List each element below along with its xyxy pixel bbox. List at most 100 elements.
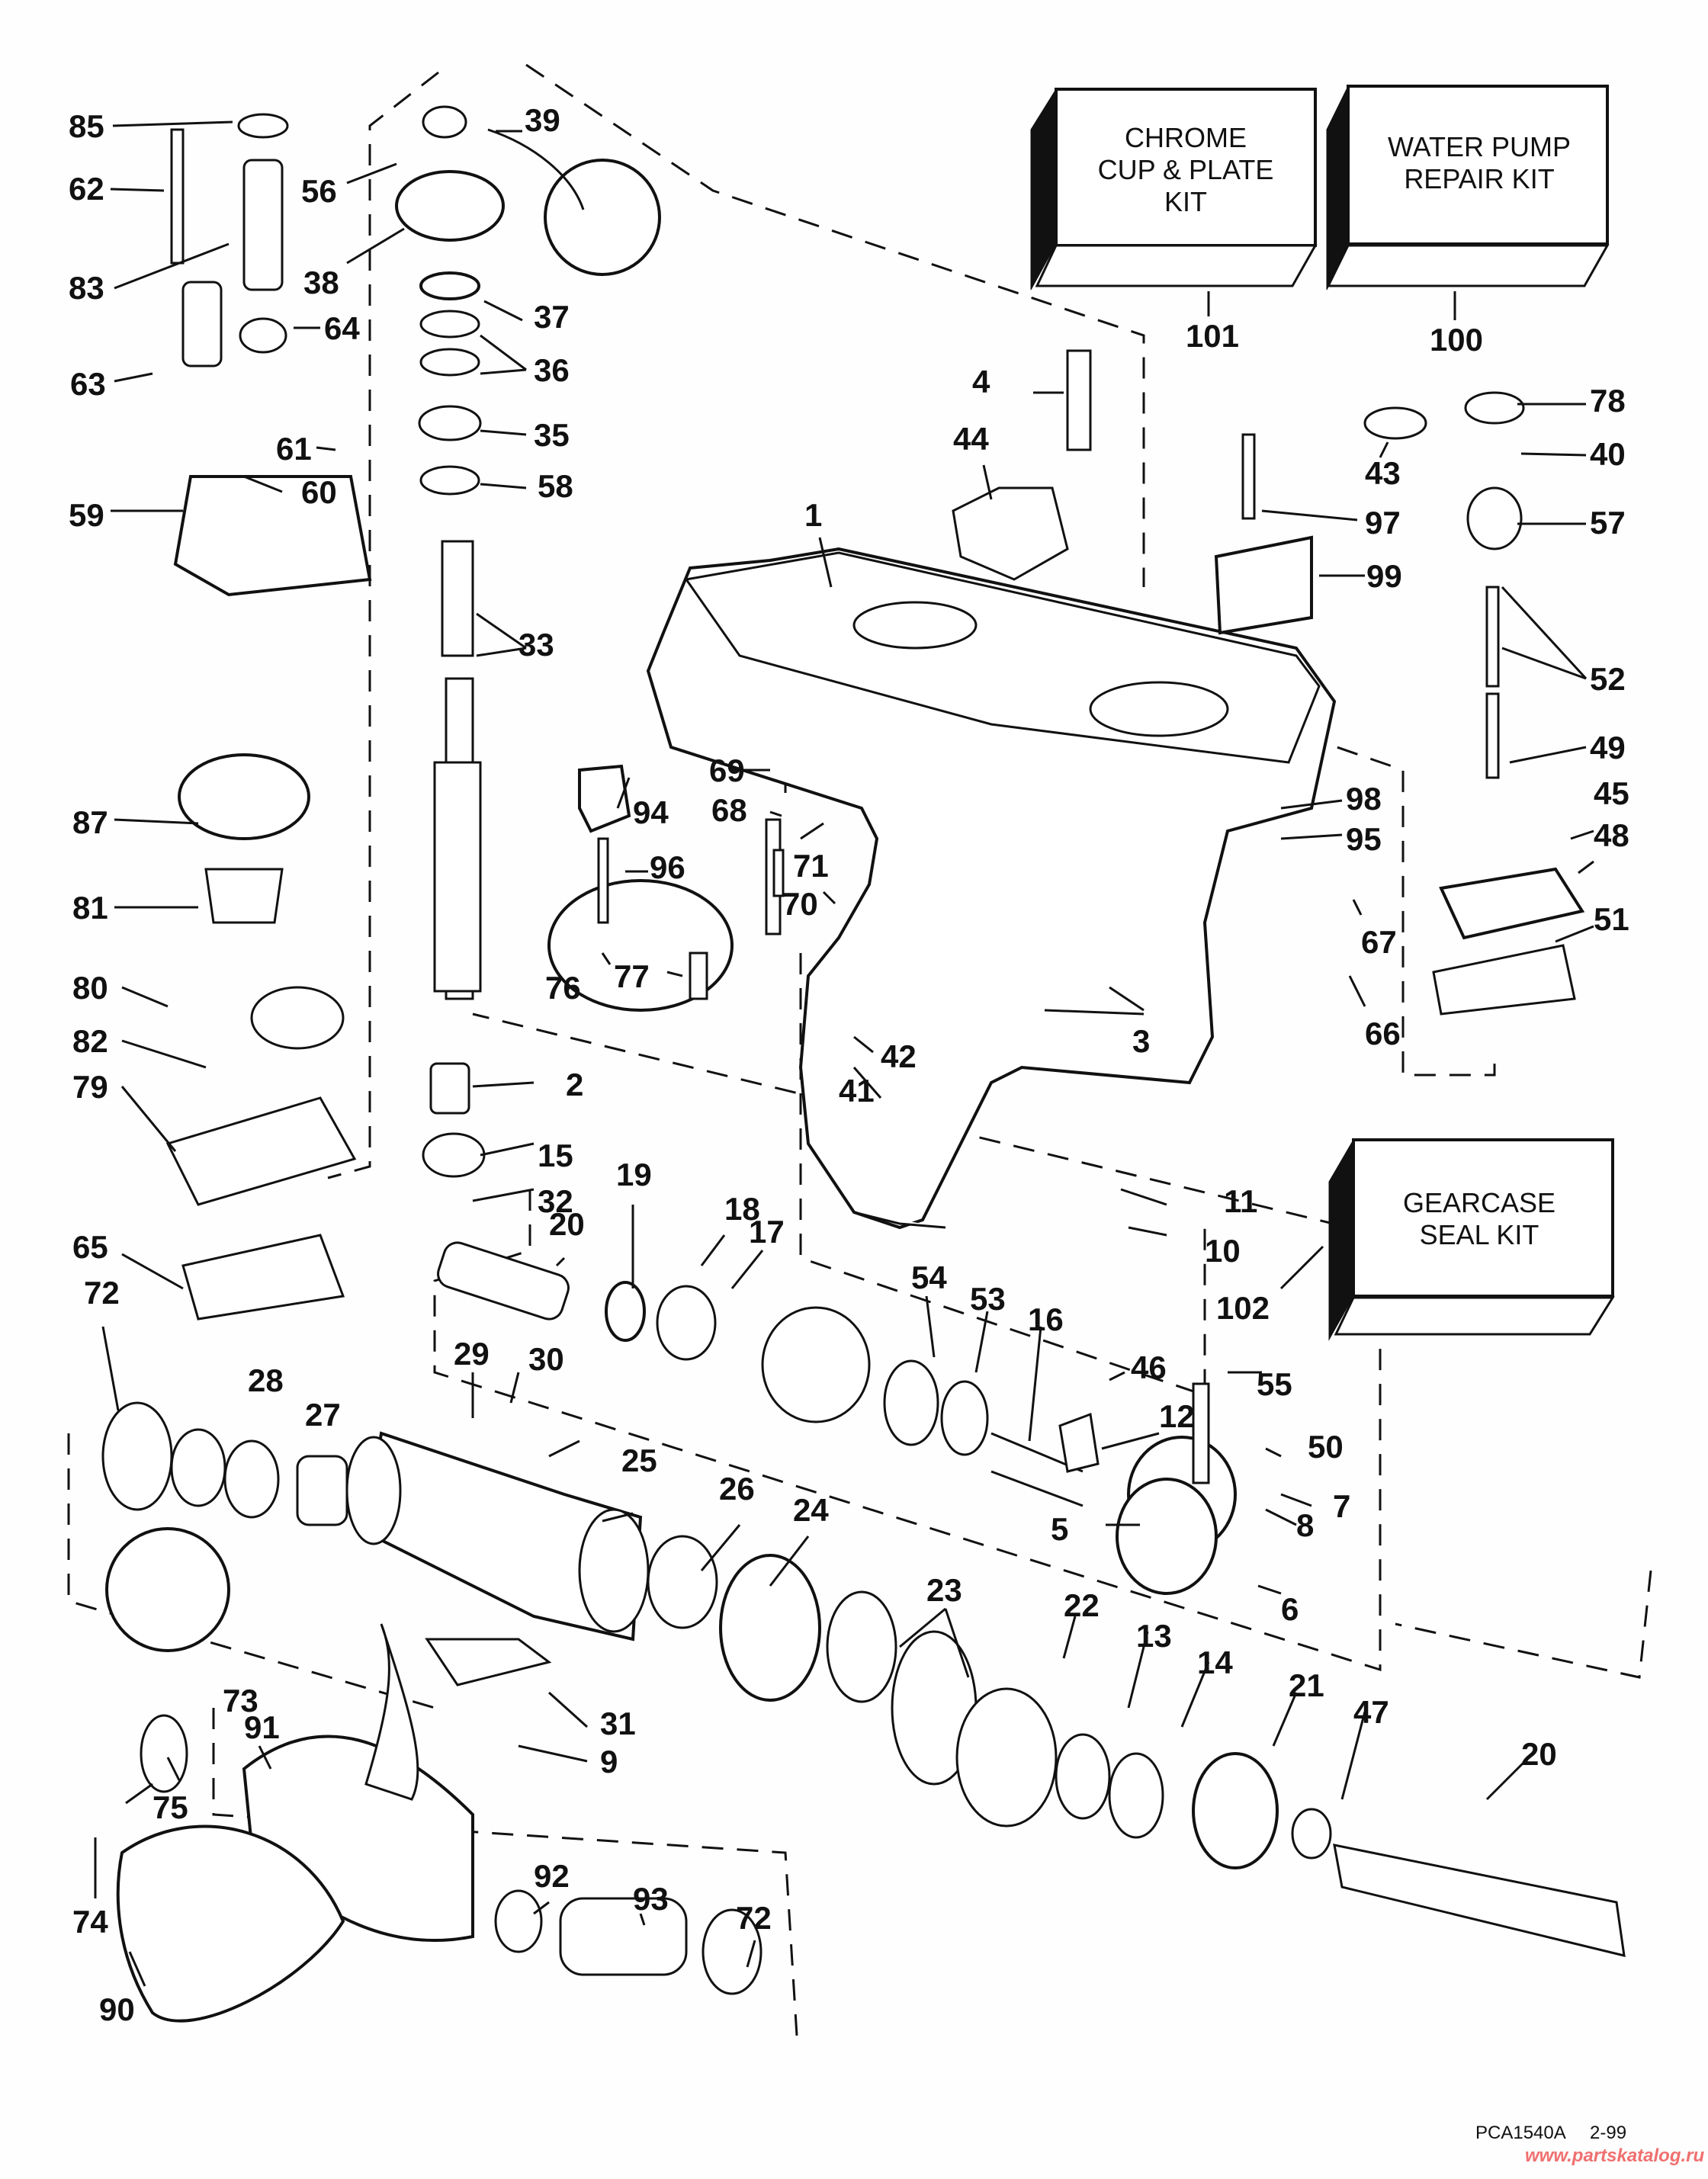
- callout-90: 90: [99, 1991, 135, 2027]
- callout-13: 13: [1136, 1618, 1172, 1654]
- callout-96: 96: [650, 849, 685, 885]
- callout-75: 75: [152, 1789, 188, 1825]
- callout-45: 45: [1594, 775, 1629, 811]
- callout-50: 50: [1308, 1429, 1344, 1465]
- kit-label-line: CUP & PLATE: [1098, 154, 1274, 185]
- callout-40: 40: [1590, 436, 1626, 472]
- callout-4: 4: [972, 364, 990, 400]
- callout-95: 95: [1346, 821, 1382, 857]
- callout-71: 71: [793, 848, 829, 884]
- callout-27: 27: [305, 1397, 341, 1433]
- callout-56: 56: [301, 173, 337, 209]
- callout-70: 70: [782, 886, 818, 922]
- callout-42: 42: [881, 1038, 917, 1074]
- dashed-group-outlines: [67, 63, 1652, 2036]
- callout-19: 19: [616, 1157, 652, 1192]
- callout-97: 97: [1365, 505, 1401, 541]
- callout-51: 51: [1594, 901, 1629, 937]
- callout-49: 49: [1590, 730, 1626, 765]
- callout-12: 12: [1159, 1398, 1195, 1434]
- callout-52: 52: [1590, 661, 1626, 697]
- callout-1: 1: [804, 497, 822, 533]
- part-shapes: [101, 105, 1626, 2023]
- callout-16: 16: [1028, 1301, 1064, 1337]
- callout-101: 101: [1186, 318, 1239, 354]
- drawing-code: PCA1540A: [1475, 2123, 1566, 2143]
- callout-36: 36: [534, 352, 570, 388]
- callout-79: 79: [72, 1069, 108, 1105]
- callout-85: 85: [69, 108, 104, 144]
- callout-25: 25: [621, 1443, 657, 1478]
- callout-31: 31: [600, 1706, 636, 1741]
- callout-28: 28: [248, 1362, 284, 1398]
- callout-17: 17: [749, 1214, 785, 1250]
- callout-20b: 20: [1521, 1736, 1557, 1772]
- callout-11: 11: [1224, 1183, 1257, 1219]
- callout-81: 81: [72, 890, 108, 926]
- callout-5: 5: [1051, 1511, 1068, 1547]
- callout-10: 10: [1205, 1233, 1241, 1269]
- callout-74: 74: [72, 1904, 108, 1940]
- callout-72: 72: [84, 1275, 120, 1311]
- callout-35: 35: [534, 417, 570, 453]
- callout-37: 37: [534, 299, 570, 335]
- callout-78: 78: [1590, 383, 1626, 419]
- callout-18: 18: [724, 1191, 760, 1227]
- callout-7: 7: [1333, 1488, 1350, 1524]
- callout-92: 92: [534, 1858, 570, 1894]
- callout-94: 94: [633, 794, 669, 830]
- callout-91: 91: [244, 1709, 280, 1745]
- callout-47: 47: [1353, 1694, 1389, 1730]
- drawing-date: 2-99: [1590, 2123, 1626, 2143]
- callout-21: 21: [1289, 1667, 1324, 1703]
- callout-29: 29: [454, 1336, 490, 1372]
- callout-labels: 85 39 62 56 83 38 37 64 36 63 35 61 60 5…: [69, 102, 1629, 2027]
- callout-53: 53: [970, 1281, 1006, 1317]
- callout-65: 65: [72, 1229, 108, 1265]
- callout-24: 24: [793, 1492, 829, 1528]
- watermark: www.partskatalog.ru: [1525, 2145, 1705, 2166]
- callout-15: 15: [538, 1138, 573, 1173]
- callout-73: 73: [223, 1683, 258, 1718]
- callout-2: 2: [566, 1067, 583, 1102]
- callout-9: 9: [600, 1744, 618, 1779]
- callout-23: 23: [926, 1572, 962, 1608]
- callout-39: 39: [525, 102, 560, 138]
- callout-68: 68: [711, 792, 747, 828]
- callout-55: 55: [1257, 1366, 1292, 1402]
- callout-82: 82: [72, 1023, 108, 1059]
- callout-43: 43: [1365, 455, 1401, 491]
- callout-80: 80: [72, 970, 108, 1006]
- callout-99: 99: [1366, 558, 1402, 594]
- callout-38: 38: [303, 265, 339, 300]
- callout-77: 77: [614, 958, 650, 994]
- callout-58: 58: [538, 468, 573, 504]
- callout-102: 102: [1216, 1290, 1270, 1326]
- callout-57: 57: [1590, 505, 1626, 541]
- callout-83: 83: [69, 270, 104, 306]
- kit-label-line: CHROME: [1125, 122, 1247, 153]
- callout-8: 8: [1296, 1507, 1314, 1543]
- callout-76: 76: [545, 970, 581, 1006]
- callout-48: 48: [1594, 817, 1629, 853]
- callout-54: 54: [911, 1260, 947, 1295]
- callout-30: 30: [528, 1341, 564, 1377]
- kit-label-line: KIT: [1164, 186, 1207, 217]
- callout-20: 20: [549, 1206, 585, 1242]
- kit-label-line: SEAL KIT: [1420, 1219, 1539, 1250]
- callout-6: 6: [1281, 1591, 1299, 1627]
- callout-26: 26: [719, 1471, 755, 1507]
- callout-72b: 72: [736, 1900, 772, 1936]
- callout-59: 59: [69, 497, 104, 533]
- callout-41: 41: [839, 1073, 875, 1109]
- callout-69: 69: [709, 753, 745, 788]
- leader-lines: [94, 120, 1594, 1987]
- callout-98: 98: [1346, 781, 1382, 817]
- callout-66: 66: [1365, 1016, 1401, 1051]
- callout-62: 62: [69, 171, 104, 207]
- gearcase-housing: [646, 547, 1337, 1230]
- kit-label-line: GEARCASE: [1403, 1187, 1556, 1218]
- callout-44: 44: [953, 421, 989, 457]
- callout-32: 32: [538, 1183, 573, 1219]
